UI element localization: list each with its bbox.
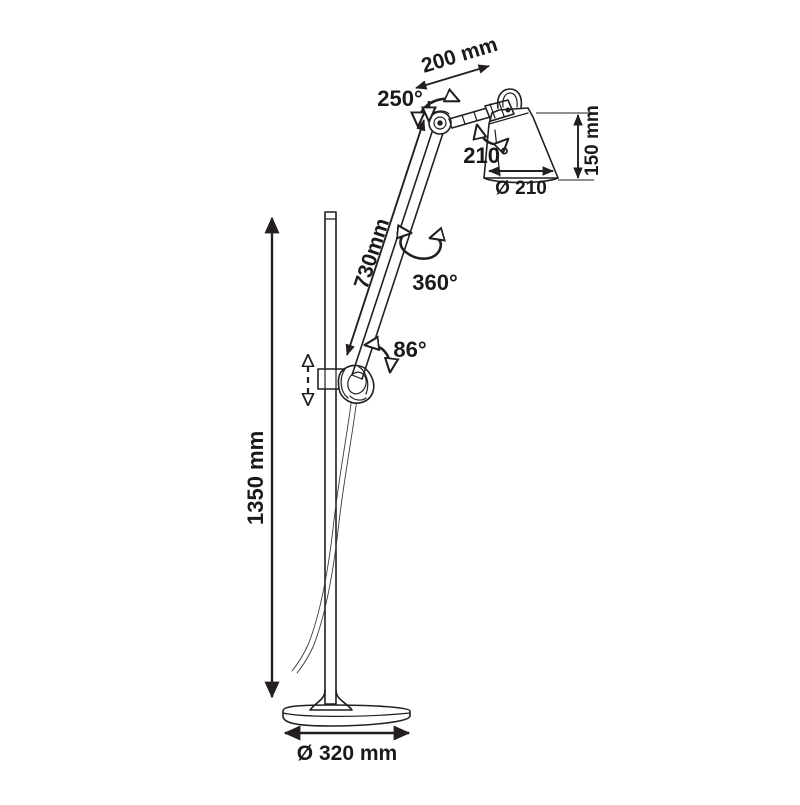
dimension-shade-height: 150 mm — [536, 105, 603, 181]
dimension-shade-diameter-label: Ø 210 — [495, 178, 547, 199]
dimension-upper-arm: 200 mm — [415, 33, 501, 90]
upper-arm — [448, 107, 491, 129]
angle-shade-joint-label: 210° — [463, 143, 509, 168]
angle-elbow-joint: 250° — [377, 86, 459, 126]
angle-elbow-joint-label: 250° — [377, 86, 423, 111]
dimension-upper-arm-label: 200 mm — [419, 33, 501, 78]
elbow-joint — [428, 110, 452, 135]
dimension-total-height-label: 1350 mm — [243, 431, 268, 525]
dimension-lower-arm-label: 730mm — [350, 216, 394, 292]
lower-swivel-joint — [337, 364, 375, 404]
angle-shade-joint: 210° — [463, 125, 509, 168]
angle-base-joint-tilt: 86° — [365, 337, 427, 372]
dimension-total-height: 1350 mm — [243, 216, 280, 699]
dimension-shade-diameter: Ø 210 — [488, 166, 554, 199]
angle-arm-rotation-label: 360° — [412, 270, 458, 295]
dimension-base-diameter: Ø 320 mm — [283, 725, 411, 765]
angle-base-joint-tilt-label: 86° — [393, 337, 426, 362]
dimension-base-diameter-label: Ø 320 mm — [297, 742, 397, 765]
angle-arm-rotation: 360° — [400, 233, 458, 295]
dimension-lower-arm: 730mm — [345, 119, 426, 356]
shade-handle-loop — [496, 88, 523, 109]
round-base-plate — [282, 704, 411, 727]
dimension-shade-height-label: 150 mm — [582, 105, 603, 176]
power-cable — [291, 395, 358, 674]
vertical-stem — [309, 211, 353, 711]
